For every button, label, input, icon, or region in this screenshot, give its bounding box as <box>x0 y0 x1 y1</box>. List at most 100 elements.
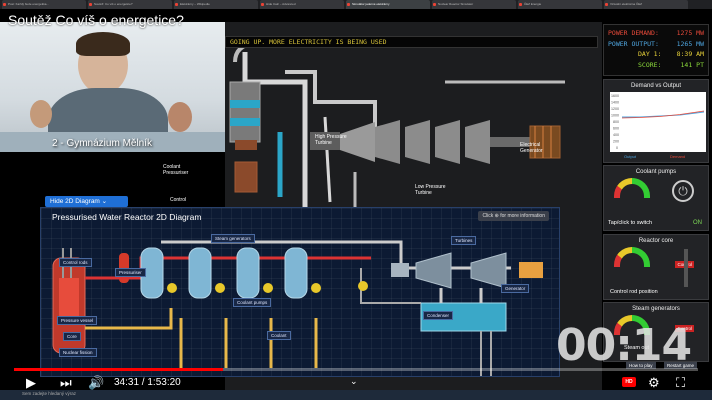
webcam-feed <box>0 22 225 152</box>
next-icon[interactable]: ⏭ <box>60 375 72 390</box>
browser-tab[interactable]: ČEZ Energie <box>518 0 602 9</box>
coolant-pumps-title: Coolant pumps <box>635 169 677 175</box>
day-label: DAY 1: <box>638 50 662 58</box>
label-lp-turbine: Low Pressure Turbine <box>415 184 446 196</box>
browser-tab[interactable]: Elektrárny – Wikipedie <box>174 0 258 9</box>
reactor-core-card: Reactor core Control Control rod positio… <box>603 234 709 300</box>
ytick: 1600 <box>611 94 619 98</box>
score-row: SCORE: 141 PT <box>608 60 704 71</box>
video-progress-bar[interactable] <box>14 368 698 371</box>
label-pressuriser[interactable]: Pressuriser <box>115 268 146 277</box>
video-progress-fill <box>14 368 223 371</box>
hide-diagram-button[interactable]: Hide 2D Diagram ⌄ <box>45 196 128 207</box>
label-coolant[interactable]: Coolant <box>267 331 291 340</box>
power-output-row: POWER OUTPUT: 1265 MW <box>608 39 704 50</box>
label-core[interactable]: Core <box>63 332 81 341</box>
label-pressure-vessel[interactable]: Pressure vessel <box>57 316 98 325</box>
power-demand-row: POWER DEMAND: 1275 MW <box>608 28 704 39</box>
ytick: 1200 <box>611 107 619 111</box>
webcam-caption: 2 - Gymnázium Mělník <box>52 138 153 149</box>
ytick: 1400 <box>611 101 619 105</box>
reactor-3d-scene <box>229 40 565 262</box>
power-output-label: POWER OUTPUT: <box>608 39 659 48</box>
info-button[interactable]: Click ⊕ for more information <box>478 211 549 221</box>
coolant-gauge <box>614 178 650 198</box>
chevron-down-icon: ⌄ <box>101 198 108 205</box>
hide-diagram-label: Hide 2D Diagram <box>50 198 100 205</box>
volume-icon[interactable]: 🔊 <box>88 375 105 390</box>
webcam-wall-strip <box>0 132 225 152</box>
label-steam-generators[interactable]: Steam generators <box>211 234 255 243</box>
ytick: 0 <box>616 146 618 150</box>
output-line <box>622 111 705 118</box>
pwr-2d-diagram: Pressurised Water Reactor 2D Diagram Cli… <box>40 207 560 377</box>
person-left <box>30 100 52 128</box>
day-row: DAY 1: 8:39 AM <box>608 49 704 60</box>
duration: 1:53:20 <box>147 377 181 388</box>
label-turbines[interactable]: Turbines <box>451 236 477 245</box>
reactor-core-gauge <box>614 247 650 267</box>
steam-control-tag[interactable]: Control <box>675 325 694 332</box>
steam-generators-title: Steam generators <box>632 306 680 312</box>
label-control-rods[interactable]: Control rods <box>59 258 92 267</box>
label-control: Control <box>170 197 187 203</box>
diagram-schematic <box>52 240 543 376</box>
steam-out-label: Steam out <box>624 345 650 351</box>
label-generator: Electrical Generator <box>520 142 543 154</box>
steam-generators-card: Steam generators Control Steam out How t… <box>603 302 709 369</box>
diagram-title: Pressurised Water Reactor 2D Diagram <box>52 212 202 222</box>
demand-line <box>621 110 705 119</box>
power-demand-label: POWER DEMAND: <box>608 29 659 37</box>
demand-chart-legend: Output Demand <box>624 154 685 159</box>
coolant-pumps-state: ON <box>693 220 702 226</box>
reactor-core-title: Reactor core <box>638 238 674 244</box>
browser-tab[interactable]: Simulátor jaderné elektrárny <box>346 0 430 9</box>
ytick: 600 <box>613 127 619 131</box>
browser-tab[interactable]: Post: Každý bude energetika... <box>2 0 86 9</box>
coolant-pumps-footer: Tap/click to switch <box>608 220 653 226</box>
control-rod-slider[interactable] <box>684 249 688 287</box>
browser-tab[interactable]: Hide Calc – Advanced <box>260 0 344 9</box>
legend-demand: Demand <box>670 154 686 159</box>
demand-chart-card: Demand vs Output 1600 1400 1200 1000 800… <box>603 79 709 163</box>
chevron-down-icon[interactable]: ⌄ <box>350 376 358 386</box>
news-ticker: GOING UP. MORE ELECTRICITY IS BEING USED <box>225 36 598 48</box>
how-to-play-button[interactable]: How to play <box>626 362 656 369</box>
settings-icon[interactable]: ⚙ <box>648 375 660 390</box>
browser-tab[interactable]: Soutěž: Co víš o energetice? <box>88 0 172 9</box>
label-generator[interactable]: Generator <box>501 284 530 293</box>
person-front-hair <box>76 32 130 56</box>
ytick: 1000 <box>611 114 619 118</box>
label-nuclear-fission[interactable]: Nuclear fission <box>59 348 97 357</box>
browser-tab[interactable]: Virtuální elektrárna ČEZ <box>604 0 688 9</box>
demand-chart: 1600 1400 1200 1000 800 600 400 200 0 <box>610 92 706 152</box>
control-rod-label: Control rod position <box>610 289 658 295</box>
ytick: 800 <box>613 120 619 124</box>
score-label: SCORE: <box>638 60 662 69</box>
fullscreen-icon[interactable]: ⛶ <box>676 375 686 390</box>
legend-output: Output <box>624 154 637 159</box>
person-right <box>168 102 192 132</box>
countdown-timer: 00:14 <box>556 320 692 371</box>
current-time: 34:31 <box>114 377 140 388</box>
steam-gauge <box>614 315 650 335</box>
status-panel: POWER DEMAND: 1275 MW POWER OUTPUT: 1265… <box>603 24 709 76</box>
ytick: 200 <box>613 140 619 144</box>
day-time: 8:39 AM <box>676 50 704 58</box>
label-coolant-pressuriser: Coolant Pressuriser <box>163 164 189 176</box>
demand-chart-title: Demand vs Output <box>630 83 682 89</box>
play-icon[interactable]: ▶ <box>26 375 36 390</box>
label-coolant-pumps[interactable]: Coolant pumps <box>233 298 272 307</box>
video-time: 34:31 / 1:53:20 <box>114 377 181 388</box>
ytick: 400 <box>613 133 619 137</box>
browser-tab-strip: Post: Každý bude energetika... Soutěž: C… <box>0 0 712 9</box>
label-condenser[interactable]: Condenser <box>423 311 454 320</box>
video-controls: ▶ ⏭ 🔊 ⚙ ⛶ ⌄ <box>0 372 712 394</box>
label-hp-turbine: High Pressure Turbine <box>315 134 347 146</box>
taskbar-search-input[interactable]: Sem zadejte hledaný výraz <box>22 391 77 396</box>
coolant-pumps-card[interactable]: Coolant pumps ⏻ Tap/click to switch ON <box>603 165 709 231</box>
power-icon[interactable]: ⏻ <box>672 180 694 202</box>
restart-game-button[interactable]: Restart game <box>664 362 698 369</box>
browser-tab[interactable]: Nuclear Reactor Simulator <box>432 0 516 9</box>
video-title: Soutěž Co víš o energetice? <box>8 12 184 28</box>
